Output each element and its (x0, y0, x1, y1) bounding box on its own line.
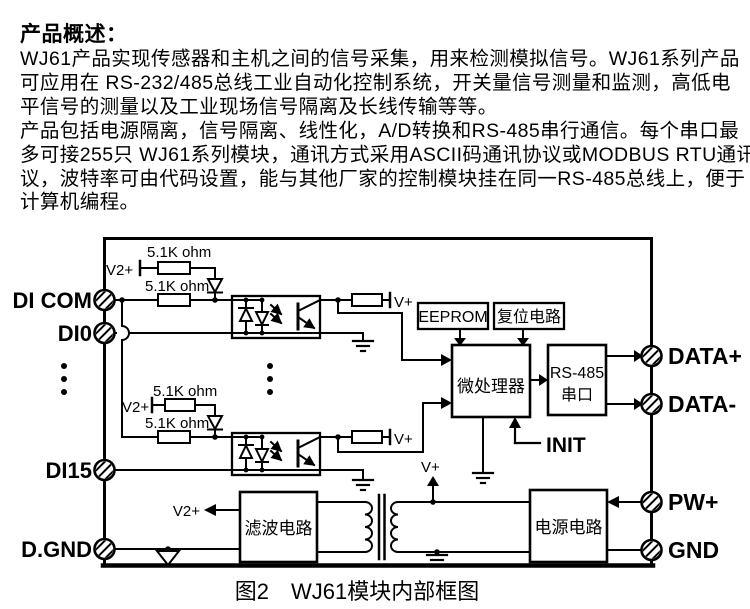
channel1-input-network (103, 259, 233, 438)
dgnd-wire (103, 546, 241, 567)
ground-icon (351, 339, 375, 353)
rs485-label: RS-485 (550, 365, 604, 382)
opto-isolator-1 (232, 296, 320, 338)
paragraph-line: 平信号的测量以及工业现场信号隔离及长线传输等等。 (20, 95, 498, 118)
terminal-data-plus (637, 341, 666, 370)
channel2-output-network (319, 397, 452, 481)
power-label: 电源电路 (535, 518, 603, 537)
paragraph-line: 可应用在 RS-232/485总线工业自动化控制系统，开关量信号测量和监测，高低… (20, 71, 731, 94)
terminal-di0 (90, 318, 119, 347)
terminal-data-minus (637, 389, 666, 418)
figure-caption: 图2 WJ61模块内部框图 (235, 579, 479, 604)
mcu-to-rs485-arrow (529, 374, 548, 386)
product-overview-text: 产品概述： WJ61产品实现传感器和主机之间的信号采集，用来检测模拟信号。WJ6… (20, 22, 750, 215)
v-plus-label: V+ (421, 459, 440, 476)
terminal-dgnd (90, 534, 119, 563)
eeprom-label: EEPROM (418, 309, 487, 326)
terminal-label-data-minus: DATA- (668, 391, 736, 417)
ground-icon (471, 471, 495, 485)
terminal-label-data-plus: DATA+ (668, 343, 742, 369)
terminal-label-di0: DI0 (58, 321, 92, 346)
terminal-label-di-com: DI COM (13, 288, 92, 313)
resistor-label: 5.1K ohm (147, 244, 211, 261)
init-label: INIT (546, 434, 586, 457)
v2-plus-label: V2+ (173, 503, 200, 520)
power-circuit-block: 电源电路 (528, 488, 653, 564)
paragraph-line: 议，波特率可由代码设置，能与其他厂家的控制模块挂在同一RS-485总线上，便于 (20, 167, 746, 190)
paragraph-line: 计算机编程。 (20, 191, 140, 214)
terminal-di15 (90, 455, 119, 484)
paragraph-line: 产品包括电源隔离，信号隔离、线性化，A/D转换和RS-485串行通信。每个串口最 (20, 119, 740, 142)
resistor-label: 5.1K ohm (145, 278, 209, 295)
rs485-port-label: 串口 (561, 386, 593, 404)
terminal-di-com (90, 285, 119, 314)
channel1-output-network (319, 291, 452, 366)
paragraph-line: 多可接255只 WJ61系列模块，通讯方式采用ASCII码通讯协议或MODBUS… (20, 143, 750, 166)
paragraph-line: WJ61产品实现传感器和主机之间的信号采集，用来检测模拟信号。WJ61系列产品 (20, 48, 740, 70)
channel2-input-network (103, 396, 233, 471)
init-signal (509, 417, 542, 445)
v-plus-label: V+ (394, 294, 413, 311)
eeprom-block: EEPROM (416, 301, 490, 346)
rs485-block: RS-485 串口 (546, 343, 608, 417)
terminal-gnd (637, 535, 666, 564)
filter-circuit-block: 滤波电路 (204, 490, 319, 564)
terminal-pw-plus (637, 487, 666, 516)
channel-ellipsis-dots (61, 363, 273, 395)
terminal-label-pw-plus: PW+ (668, 489, 718, 515)
transformer (316, 476, 531, 561)
reset-circuit-block: 复位电路 (492, 301, 566, 346)
opto-isolator-2 (232, 433, 320, 475)
v2-plus-label: V2+ (106, 262, 133, 279)
resistor-label: 5.1K ohm (153, 383, 217, 400)
block-diagram: V2+ 5.1K ohm 5.1K ohm V+ (13, 237, 742, 604)
rs485-to-data-lines (605, 350, 643, 410)
v-plus-label: V+ (394, 431, 413, 448)
terminal-label-dgnd: D.GND (21, 537, 92, 562)
terminal-label-di15: DI15 (46, 458, 92, 483)
ground-icon (351, 478, 375, 492)
mcu-label: 微处理器 (457, 377, 525, 396)
section-title: 产品概述： (20, 23, 128, 46)
filter-label: 滤波电路 (245, 519, 313, 538)
terminal-label-gnd: GND (668, 537, 719, 563)
reset-circuit-label: 复位电路 (497, 308, 561, 326)
resistor-label: 5.1K ohm (145, 415, 209, 432)
v2-plus-label: V2+ (122, 399, 149, 416)
mcu-block: 微处理器 (450, 343, 532, 474)
